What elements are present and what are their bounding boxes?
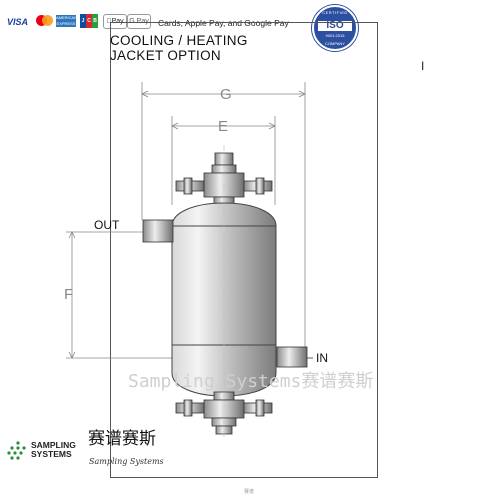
brand-script-name: Sampling Systems [89, 457, 164, 466]
drawing-title-line-1: COOLING / HEATING [110, 33, 248, 48]
sampling-systems-logo-text: SAMPLING SYSTEMS [31, 441, 76, 459]
visa-logo: VISA [7, 17, 29, 27]
out-port [142, 219, 174, 243]
drawing-title-line-2: JACKET OPTION [110, 48, 221, 63]
jcb-letter-c: C [86, 14, 92, 28]
iso-badge-number: 9001:2015 [325, 33, 345, 38]
drawing-frame [110, 22, 378, 478]
jcb-letter-j: J [80, 14, 86, 28]
watermark-text: Sampling Systems赛谱赛斯 [128, 371, 374, 392]
in-port-label: IN [316, 351, 328, 365]
footer-small-text: 赛谱 [244, 489, 255, 495]
iso-badge-bottom-text: COMPANY [325, 41, 345, 46]
sampling-systems-logo-icon [7, 441, 26, 460]
drawing-title: COOLING / HEATING JACKET OPTION [110, 33, 360, 63]
iso-badge-mark: ISO [318, 21, 352, 31]
brand-chinese-name: 赛谱赛斯 [88, 429, 156, 449]
dimension-g [141, 82, 306, 350]
dimension-f-label: F [64, 286, 74, 303]
payment-methods-text: Cards, Apple Pay, and Google Pay [158, 18, 289, 28]
dimension-e-label: E [218, 118, 229, 135]
logo-text-line-2: SYSTEMS [31, 449, 72, 459]
google-pay-logo: G Pay [127, 14, 151, 29]
dimension-e [171, 116, 276, 205]
out-port-label: OUT [94, 218, 120, 232]
amex-logo: AMERICAN EXPRESS [56, 15, 78, 27]
apple-pay-logo: Pay [103, 14, 127, 29]
cylinder-body [171, 202, 277, 397]
mastercard-icon [36, 15, 53, 27]
logo-text-line-1: SAMPLING [31, 440, 76, 450]
in-port [276, 346, 308, 368]
dimension-g-label: G [220, 86, 232, 103]
iso-badge-top-text: CERTIFIED [322, 10, 348, 15]
jcb-logo: J C B [80, 14, 100, 28]
iso-certified-badge: CERTIFIED ISO 9001:2015 COMPANY [312, 5, 358, 51]
jcb-letter-b: B [92, 14, 98, 28]
side-mark: I [421, 59, 425, 73]
